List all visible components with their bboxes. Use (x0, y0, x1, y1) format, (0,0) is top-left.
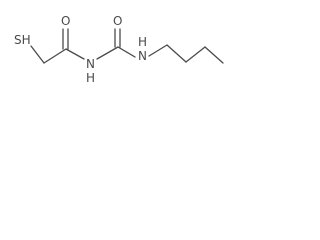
bond-s-c1 (30, 45, 45, 64)
bond-c1-c2 (43, 48, 67, 64)
structure-svg: SH O N H O N H (14, 14, 224, 85)
atom-n2: N (138, 49, 147, 63)
atom-n1: N (86, 57, 95, 71)
atom-o2: O (113, 14, 122, 28)
bond-c4-c5 (166, 44, 187, 63)
atom-h1: H (86, 71, 95, 85)
atom-sh: SH (14, 33, 31, 47)
bond-c3-n2 (117, 46, 136, 58)
bond-n2-c4 (148, 44, 168, 57)
atom-o1: O (61, 14, 70, 28)
structure-diagram: SH O N H O N H (0, 0, 235, 108)
bond-c5-c6 (185, 46, 206, 63)
atom-h2: H (138, 35, 147, 49)
bond-n1-c3 (96, 46, 119, 60)
bond-c6-c7 (204, 46, 224, 64)
bond-c2-n1 (65, 48, 85, 60)
